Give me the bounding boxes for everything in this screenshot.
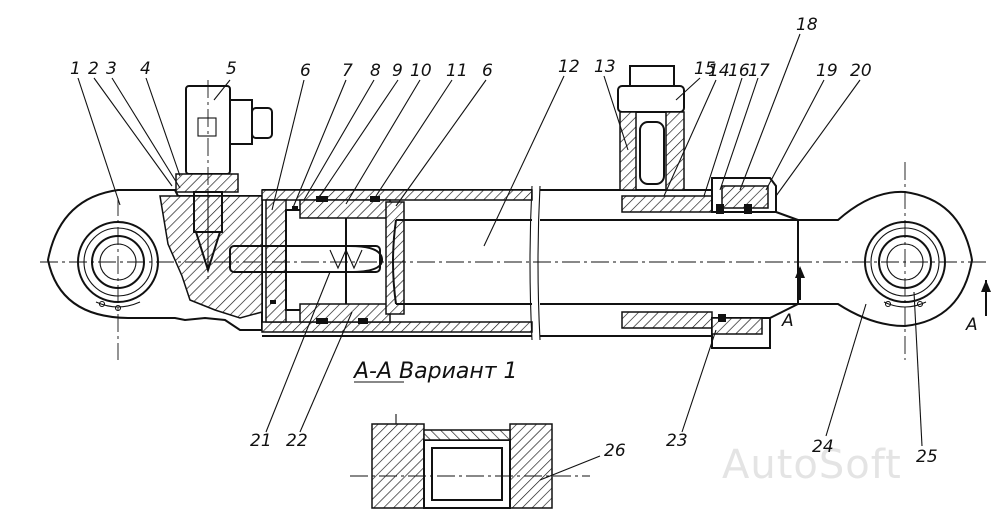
- callout-18: 18: [796, 15, 818, 35]
- callout-6b: 6: [482, 61, 493, 81]
- callout-7: 7: [342, 61, 353, 81]
- callout-26: 26: [604, 441, 626, 461]
- center-axes: [40, 80, 990, 360]
- detail-view-26: [350, 414, 590, 509]
- watermark: AutoSoft: [722, 442, 902, 488]
- callout-21: 21: [250, 431, 272, 451]
- right-eye-mount: [798, 190, 974, 328]
- callout-labels: 1 2 3 4 5 6 7 8 9 10 11 6 12 13 15 14 16…: [70, 15, 938, 467]
- callout-10: 10: [410, 61, 432, 81]
- callout-19: 19: [816, 61, 838, 81]
- cylinder-barrel-right: [540, 189, 713, 337]
- gland-nut: [711, 177, 799, 349]
- callout-13: 13: [594, 57, 616, 77]
- callout-25: 25: [916, 447, 938, 467]
- section-mark-left: A: [781, 266, 805, 331]
- port-fitting: [617, 65, 685, 191]
- callout-15: 15: [694, 59, 716, 79]
- section-caption: A-A Вариант 1: [352, 359, 518, 384]
- section-label-right: A: [965, 315, 978, 335]
- callout-8: 8: [370, 61, 381, 81]
- callout-3: 3: [106, 59, 117, 79]
- section-mark-right: A: [965, 280, 991, 335]
- callout-5: 5: [226, 59, 237, 79]
- callout-17: 17: [748, 61, 770, 81]
- callout-20: 20: [850, 61, 872, 81]
- callout-2: 2: [88, 59, 99, 79]
- callout-16: 16: [728, 61, 750, 81]
- section-label-left: A: [781, 311, 794, 331]
- callout-12: 12: [558, 57, 580, 77]
- piston-rod: [392, 185, 799, 341]
- piston-assembly: [229, 196, 405, 324]
- callout-1: 1: [70, 59, 81, 79]
- callout-14: 14: [708, 61, 730, 81]
- callout-24: 24: [812, 437, 834, 457]
- callout-9: 9: [392, 61, 403, 81]
- leader-lines: [77, 33, 923, 481]
- callout-22: 22: [286, 431, 308, 451]
- callout-4: 4: [140, 59, 151, 79]
- callout-11: 11: [446, 61, 468, 81]
- callout-6a: 6: [300, 61, 311, 81]
- callout-23: 23: [666, 431, 688, 451]
